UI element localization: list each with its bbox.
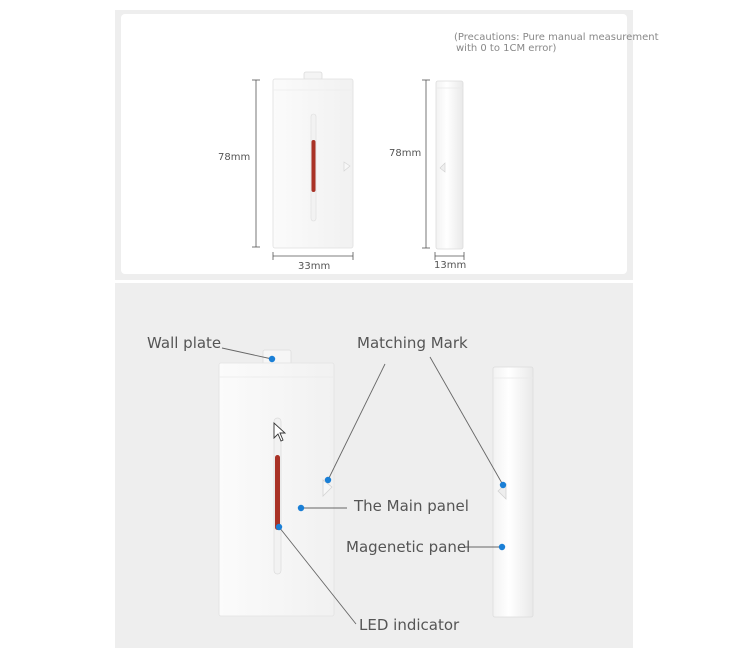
mouse-cursor-icon [273, 421, 287, 442]
side-view-large [492, 366, 534, 618]
matching-mark-label: Matching Mark [357, 334, 468, 352]
magnetic-panel-label: Magenetic panel [346, 538, 471, 556]
dimension-card [121, 14, 627, 274]
dot-matching-mark-front [324, 476, 332, 484]
led-bar-large [275, 455, 280, 530]
callout-lines [221, 347, 504, 625]
front-width-label: 33mm [298, 261, 331, 272]
led-bar-small [311, 140, 316, 192]
side-width-dimension [434, 252, 465, 260]
side-width-label: 13mm [434, 260, 467, 271]
dot-led-indicator [275, 523, 283, 531]
side-view-small [435, 80, 464, 250]
precaution-line-2: with 0 to 1CM error) [456, 43, 557, 54]
matching-mark-large [322, 479, 333, 497]
front-width-dimension [272, 252, 354, 260]
dot-wall-plate [268, 355, 276, 363]
bottom-panel-background [115, 283, 633, 648]
side-height-dimension [422, 79, 430, 249]
wall-plate-label: Wall plate [147, 334, 222, 352]
wall-plate [262, 349, 292, 365]
front-height-label: 78mm [218, 152, 251, 163]
front-view-small [272, 71, 354, 249]
matching-mark-side-small [439, 162, 446, 173]
front-height-dimension [252, 79, 260, 248]
precaution-line-1: (Precautions: Pure manual measurement [454, 32, 659, 43]
main-panel-label: The Main panel [354, 497, 469, 515]
side-height-label: 78mm [389, 148, 422, 159]
dot-main-panel [297, 504, 305, 512]
front-view-large [218, 349, 335, 617]
dot-matching-mark-side [499, 481, 507, 489]
matching-mark-small [343, 161, 351, 172]
led-indicator-label: LED indicator [359, 616, 460, 634]
callout-dots [268, 355, 507, 551]
dot-magnetic-panel [498, 543, 506, 551]
